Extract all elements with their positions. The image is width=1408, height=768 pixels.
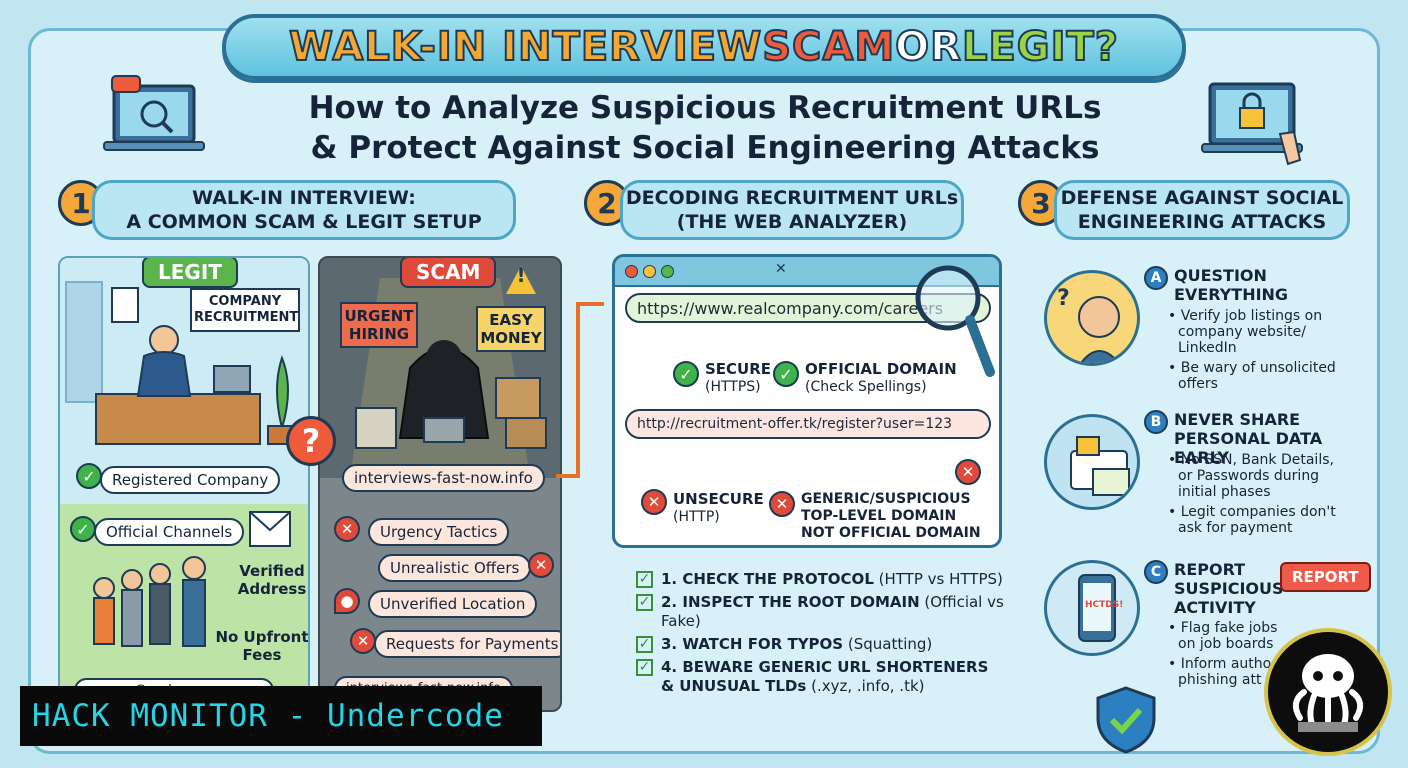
scam-url-chip: interviews-fast-now.info bbox=[342, 464, 545, 492]
section2-heading: DECODING RECRUITMENT URLs (THE WEB ANALY… bbox=[620, 180, 964, 240]
title-part1: WALK-IN INTERVIEW bbox=[288, 23, 763, 71]
title-part4: LEGIT? bbox=[961, 23, 1119, 71]
requests-payments-chip: Requests for Payments bbox=[374, 630, 560, 658]
unsecure-label: UNSECURE(HTTP) bbox=[673, 490, 764, 526]
defense-a-letter: A bbox=[1144, 266, 1168, 290]
verified-address-label: Verified Address bbox=[237, 562, 307, 598]
title-part2: SCAM bbox=[761, 23, 896, 71]
thinking-person-illustration: ? bbox=[1044, 270, 1140, 366]
checklist-item: ✓3. WATCH FOR TYPOS (Squatting) bbox=[636, 635, 1006, 654]
web-analyzer-browser: ✕ https://www.realcompany.com/careers ✓ … bbox=[612, 254, 1002, 548]
subtitle-line1: How to Analyze Suspicious Recruitment UR… bbox=[308, 90, 1102, 126]
official-domain-label: OFFICIAL DOMAIN(Check Spellings) bbox=[805, 360, 957, 396]
secure-check-icon: ✓ bbox=[673, 361, 699, 387]
section3-heading: DEFENSE AGAINST SOCIAL ENGINEERING ATTAC… bbox=[1054, 180, 1350, 240]
defense-c-list: Flag fake jobs on job boards Inform auth… bbox=[1168, 620, 1278, 692]
title-part3: OR bbox=[894, 23, 962, 71]
scam-column: SCAM URGENT HIRING EASY MONEY ! intervie… bbox=[318, 256, 562, 712]
secure-label: SECURE(HTTPS) bbox=[705, 360, 772, 396]
registered-check-icon: ✓ bbox=[76, 463, 102, 489]
official-domain-check-icon: ✓ bbox=[773, 361, 799, 387]
checkbox-icon: ✓ bbox=[636, 571, 653, 588]
url-checklist: ✓1. CHECK THE PROTOCOL (HTTP vs HTTPS) ✓… bbox=[636, 570, 1006, 700]
easy-money-sign: EASY MONEY bbox=[476, 306, 546, 352]
urgent-hiring-sign: URGENT HIRING bbox=[340, 302, 418, 348]
hack-monitor-watermark: HACK MONITOR - Undercode bbox=[20, 686, 542, 746]
generic-domain-label: GENERIC/SUSPICIOUS TOP-LEVEL DOMAIN NOT … bbox=[801, 491, 981, 541]
legit-column: LEGIT COMPANY RECRUITMENT ✓ Registered C… bbox=[58, 256, 310, 712]
laptop-search-icon bbox=[103, 75, 205, 151]
laptop-lock-icon bbox=[1201, 82, 1303, 166]
unsecure-x-icon: ✕ bbox=[641, 489, 667, 515]
generic-x-icon: ✕ bbox=[769, 491, 795, 517]
arrow-segment-top bbox=[576, 302, 604, 306]
payments-x-icon: ✕ bbox=[350, 628, 376, 654]
phone-report-illustration: HCTDS! bbox=[1044, 560, 1140, 656]
shield-check-icon bbox=[1096, 686, 1156, 754]
tab-close-icon[interactable]: ✕ bbox=[775, 261, 787, 277]
section2-heading-line1: DECODING RECRUITMENT URLs bbox=[625, 187, 959, 209]
section1-heading-line1: WALK-IN INTERVIEW: bbox=[192, 187, 416, 209]
official-channels-chip: Official Channels bbox=[94, 518, 245, 546]
checkbox-icon: ✓ bbox=[636, 594, 653, 611]
title-banner: WALK-IN INTERVIEW SCAM OR LEGIT? bbox=[222, 14, 1186, 80]
section3-heading-line1: DEFENSE AGAINST SOCIAL bbox=[1060, 187, 1344, 209]
subtitle: How to Analyze Suspicious Recruitment UR… bbox=[260, 88, 1150, 168]
defense-c-title: REPORT SUSPICIOUS ACTIVITY bbox=[1174, 560, 1284, 617]
svg-text:?: ? bbox=[1057, 286, 1070, 311]
unrealistic-x-icon: ✕ bbox=[528, 552, 554, 578]
report-button[interactable]: REPORT bbox=[1280, 562, 1371, 592]
checkbox-icon: ✓ bbox=[636, 636, 653, 653]
urgency-x-icon: ✕ bbox=[334, 516, 360, 542]
defense-b-list: No SSN, Bank Details, or Passwords durin… bbox=[1168, 452, 1348, 540]
unverified-location-chip: Unverified Location bbox=[368, 590, 538, 618]
subtitle-line2: & Protect Against Social Engineering Att… bbox=[310, 130, 1100, 166]
octopus-logo-badge bbox=[1264, 628, 1392, 756]
defense-c-letter: C bbox=[1144, 560, 1168, 584]
defense-b-letter: B bbox=[1144, 410, 1168, 434]
legit-tag: LEGIT bbox=[142, 258, 238, 288]
defense-a-title: QUESTION EVERYTHING bbox=[1174, 266, 1289, 304]
magnifier-icon bbox=[915, 265, 995, 377]
location-pin-icon: ● bbox=[334, 588, 360, 614]
defense-a-list: Verify job listings on company website/ … bbox=[1168, 308, 1354, 396]
checklist-item: ✓4. BEWARE GENERIC URL SHORTENERS & UNUS… bbox=[636, 658, 1006, 696]
section3-heading-line2: ENGINEERING ATTACKS bbox=[1077, 211, 1327, 233]
minimize-dot-icon[interactable] bbox=[643, 265, 656, 278]
urgency-tactics-chip: Urgency Tactics bbox=[368, 518, 510, 546]
maximize-dot-icon[interactable] bbox=[661, 265, 674, 278]
octopus-icon bbox=[1292, 654, 1364, 732]
unsecure-url-field[interactable]: http://recruitment-offer.tk/register?use… bbox=[625, 409, 991, 439]
unrealistic-offers-chip: Unrealistic Offers bbox=[378, 554, 532, 582]
company-recruitment-sign: COMPANY RECRUITMENT bbox=[190, 288, 300, 332]
checkbox-icon: ✓ bbox=[636, 659, 653, 676]
close-dot-icon[interactable] bbox=[625, 265, 638, 278]
official-check-icon: ✓ bbox=[70, 516, 96, 542]
svg-text:HCTDS!: HCTDS! bbox=[1085, 600, 1123, 610]
id-lock-illustration bbox=[1044, 414, 1140, 510]
arrow-segment-vertical bbox=[576, 304, 580, 478]
checklist-item: ✓2. INSPECT THE ROOT DOMAIN (Official vs… bbox=[636, 593, 1006, 631]
bad-domain-x-icon: ✕ bbox=[955, 459, 981, 485]
question-mark-icon: ? bbox=[286, 416, 336, 466]
registered-company-chip: Registered Company bbox=[100, 466, 281, 494]
section1-heading: WALK-IN INTERVIEW: A COMMON SCAM & LEGIT… bbox=[92, 180, 516, 240]
scam-tag: SCAM bbox=[400, 258, 497, 288]
section2-heading-line2: (THE WEB ANALYZER) bbox=[676, 211, 908, 233]
no-upfront-fees-label: No Upfront Fees bbox=[215, 628, 309, 664]
section1-heading-line2: A COMMON SCAM & LEGIT SETUP bbox=[126, 211, 482, 233]
checklist-item: ✓1. CHECK THE PROTOCOL (HTTP vs HTTPS) bbox=[636, 570, 1006, 589]
arrow-segment bbox=[556, 474, 578, 478]
